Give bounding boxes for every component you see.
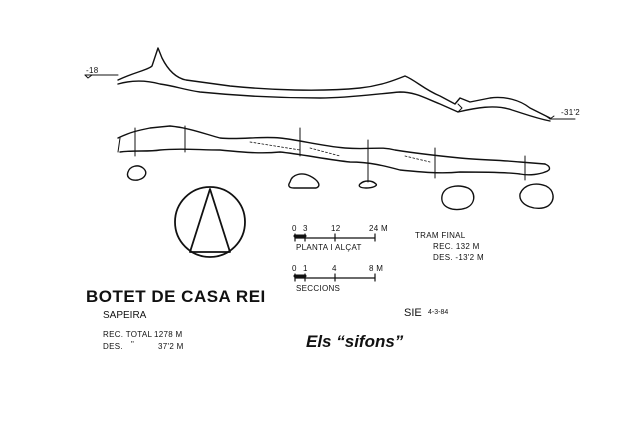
cross-section-1 xyxy=(126,165,147,181)
survey-date: 4-3-84 xyxy=(428,309,449,316)
des-value: 37'2 M xyxy=(158,342,184,351)
tram-final-label: TRAM FINAL xyxy=(415,231,466,240)
seccions-tick-8: 8 M xyxy=(369,264,384,273)
rec-total-value: 1278 M xyxy=(154,330,183,339)
survey-org: SIE xyxy=(404,307,422,319)
cave-plan-view xyxy=(117,125,551,183)
cross-section-3 xyxy=(358,180,378,189)
scale-bar-seccions xyxy=(293,273,376,282)
seccions-tick-1: 1 xyxy=(303,264,308,273)
des-ditto: " xyxy=(131,340,135,349)
seccions-scale-label: SECCIONS xyxy=(296,284,341,293)
tram-final-des: DES. -13'2 M xyxy=(433,253,484,262)
depth-label-right: -31'2 xyxy=(561,108,581,117)
planta-scale-label: PLANTA I ALÇAT xyxy=(296,243,362,252)
cross-section-5 xyxy=(519,183,554,210)
seccions-tick-0: 0 xyxy=(292,264,297,273)
des-label: DES. xyxy=(103,342,123,351)
planta-tick-0: 0 xyxy=(292,224,297,233)
seccions-tick-4: 4 xyxy=(332,264,337,273)
planta-tick-24: 24 M xyxy=(369,224,388,233)
cave-cross-sections xyxy=(126,165,554,211)
rec-total-label: REC. TOTAL xyxy=(103,330,153,339)
tram-final-rec: REC. 132 M xyxy=(433,242,480,251)
scale-bar-planta xyxy=(293,233,376,242)
triangle-circle-symbol xyxy=(174,186,246,258)
cave-profile-elevation xyxy=(84,47,576,122)
depth-label-left: -18 xyxy=(86,66,99,75)
planta-tick-12: 12 xyxy=(331,224,341,233)
cross-section-2 xyxy=(288,173,320,189)
planta-tick-3: 3 xyxy=(303,224,308,233)
cave-title: BOTET DE CASA REI xyxy=(86,287,266,306)
locality-label: SAPEIRA xyxy=(103,310,147,321)
cross-section-4 xyxy=(441,185,475,211)
caption: Els “sifons” xyxy=(306,332,404,351)
